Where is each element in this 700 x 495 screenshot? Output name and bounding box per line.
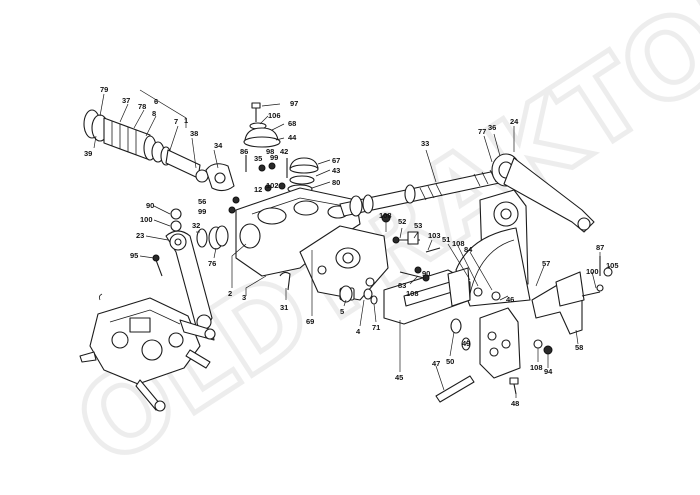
callout-49: 49 xyxy=(462,339,470,348)
callout-68: 68 xyxy=(288,119,296,128)
yoke-34 xyxy=(205,163,235,192)
callout-100a: 100 xyxy=(140,215,153,224)
callout-57: 57 xyxy=(542,259,550,268)
callout-7: 7 xyxy=(174,117,178,126)
right-clevis-assembly xyxy=(531,256,613,335)
lift-arm-24 xyxy=(491,153,595,233)
callout-38: 38 xyxy=(190,129,198,138)
callout-50: 50 xyxy=(446,357,454,366)
callout-39: 39 xyxy=(84,149,92,158)
callout-32: 32 xyxy=(192,221,200,230)
callout-100b: 100 xyxy=(586,267,599,276)
callout-69: 69 xyxy=(306,317,314,326)
callout-108a: 108 xyxy=(379,211,392,220)
hitch-block-46 xyxy=(450,287,521,379)
bolt-48 xyxy=(509,377,519,395)
callout-103: 103 xyxy=(428,231,441,240)
drawbar-bracket-45 xyxy=(383,267,471,325)
callout-84: 84 xyxy=(464,245,473,254)
pin-47 xyxy=(435,375,475,403)
fan-plate xyxy=(455,227,531,307)
callout-33: 33 xyxy=(421,139,429,148)
callout-90a: 90 xyxy=(146,201,154,210)
callout-108d: 108 xyxy=(530,363,543,372)
callout-4: 4 xyxy=(356,327,361,336)
assembled-view xyxy=(79,293,216,412)
callout-31: 31 xyxy=(280,303,288,312)
callout-labels: 79 37 78 6 8 7 1 38 39 34 97 106 68 44 8… xyxy=(84,85,619,408)
main-housing xyxy=(235,187,361,277)
callout-8: 8 xyxy=(152,109,156,118)
callout-44: 44 xyxy=(288,133,297,142)
callout-6: 6 xyxy=(154,97,158,106)
callout-52: 52 xyxy=(398,217,406,226)
callout-24: 24 xyxy=(510,117,519,126)
callout-3: 3 xyxy=(242,293,246,302)
callout-42: 42 xyxy=(280,147,288,156)
washer-nut-108-94 xyxy=(533,339,553,355)
callout-43: 43 xyxy=(332,166,340,175)
callout-45: 45 xyxy=(395,373,403,382)
pin-bushings xyxy=(339,285,378,305)
fastener-bolts xyxy=(381,213,441,282)
callout-102: 102 xyxy=(266,181,279,190)
callout-23: 23 xyxy=(136,231,144,240)
callout-98: 98 xyxy=(266,147,274,156)
callout-99: 99 xyxy=(270,153,278,162)
callout-35: 35 xyxy=(254,154,262,163)
top-cover-group xyxy=(243,102,281,148)
callout-53: 53 xyxy=(414,221,422,230)
callout-95: 95 xyxy=(130,251,138,260)
callout-87: 87 xyxy=(596,243,604,252)
callout-105: 105 xyxy=(606,261,619,270)
callout-58: 58 xyxy=(575,343,583,352)
housing-seals xyxy=(196,225,229,250)
callout-37: 37 xyxy=(122,96,130,105)
callout-56: 56 xyxy=(198,197,206,206)
callout-67: 67 xyxy=(332,156,340,165)
callout-80: 80 xyxy=(332,178,340,187)
callout-79: 79 xyxy=(100,85,108,94)
callout-99b: 99 xyxy=(198,207,206,216)
seal-bellows-assembly xyxy=(83,109,209,183)
callout-94: 94 xyxy=(544,367,553,376)
callout-86: 86 xyxy=(240,147,248,156)
callout-78: 78 xyxy=(138,102,146,111)
callout-106: 106 xyxy=(268,111,281,120)
studs-nuts xyxy=(228,155,288,214)
callout-83: 83 xyxy=(398,281,406,290)
callout-48: 48 xyxy=(511,399,519,408)
leader-lines xyxy=(93,89,611,398)
callout-34: 34 xyxy=(214,141,223,150)
pin-31 xyxy=(279,271,291,291)
callout-46: 46 xyxy=(506,295,514,304)
callout-71: 71 xyxy=(372,323,380,332)
callout-108b: 108 xyxy=(452,239,465,248)
callout-12: 12 xyxy=(254,185,262,194)
callout-108c: 108 xyxy=(406,289,419,298)
callout-1: 1 xyxy=(184,116,188,125)
callout-90b: 90 xyxy=(422,269,430,278)
callout-51: 51 xyxy=(442,235,450,244)
callout-97: 97 xyxy=(290,99,298,108)
callout-5: 5 xyxy=(340,307,344,316)
callout-76: 76 xyxy=(208,259,216,268)
callout-47: 47 xyxy=(432,359,440,368)
callout-2: 2 xyxy=(228,289,232,298)
callout-36: 36 xyxy=(488,123,496,132)
callout-77: 77 xyxy=(478,127,486,136)
